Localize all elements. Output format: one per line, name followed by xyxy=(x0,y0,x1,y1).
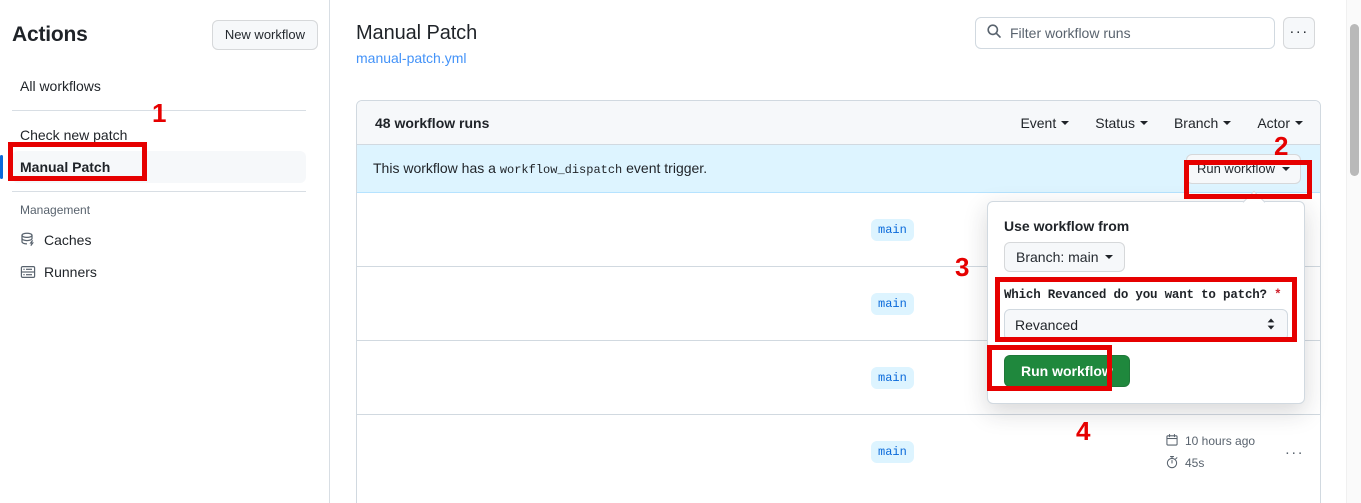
sidebar-header: Actions New workflow xyxy=(12,18,318,52)
sidebar-item-check-new-patch[interactable]: Check new patch xyxy=(12,119,306,151)
chevron-down-icon xyxy=(1105,255,1114,259)
sidebar-item-label: Caches xyxy=(44,232,92,248)
use-workflow-from-label: Use workflow from xyxy=(1004,218,1130,234)
vertical-scrollbar[interactable] xyxy=(1346,0,1361,503)
filter-event-label: Event xyxy=(1020,114,1057,131)
calendar-icon xyxy=(1165,433,1179,450)
dispatch-text-before: This workflow has a xyxy=(373,160,496,176)
sidebar-divider-2 xyxy=(12,191,306,192)
search-placeholder: Filter workflow runs xyxy=(1010,25,1131,41)
scrollbar-thumb[interactable] xyxy=(1350,24,1359,176)
filter-status-label: Status xyxy=(1095,114,1135,131)
sidebar-item-caches[interactable]: Caches xyxy=(12,224,306,256)
filter-status-dropdown[interactable]: Status xyxy=(1095,115,1148,131)
actions-sidebar: Actions New workflow All workflows Check… xyxy=(0,0,330,503)
sidebar-item-all-workflows[interactable]: All workflows xyxy=(12,70,306,102)
filter-branch-label: Branch xyxy=(1173,114,1219,131)
run-duration: 45s xyxy=(1165,455,1255,472)
sidebar-nav: All workflows Check new patch Manual Pat… xyxy=(0,70,306,288)
workflow-title: Manual Patch xyxy=(356,22,478,44)
workflow-runs-count: 48 workflow runs xyxy=(375,114,490,131)
submit-run-workflow-button[interactable]: Run workflow xyxy=(1004,355,1130,387)
required-marker: * xyxy=(1274,288,1282,302)
run-branch-badge[interactable]: main xyxy=(871,366,914,389)
filter-branch-dropdown[interactable]: Branch xyxy=(1173,114,1232,131)
input-field-label-text: Which Revanced do you want to patch? xyxy=(1004,288,1267,302)
run-timestamp-text: 10 hours ago xyxy=(1185,434,1256,448)
workflow-runs-panel: 48 workflow runs Event Status Branch xyxy=(356,100,1321,503)
new-workflow-button[interactable]: New workflow xyxy=(211,20,318,50)
main-content: Manual Patch manual-patch.yml Filter wor… xyxy=(331,0,1346,503)
dispatch-text-after: event trigger. xyxy=(626,160,708,176)
table-row[interactable]: main xyxy=(357,193,1320,267)
filter-actor-label: Actor xyxy=(1257,114,1290,131)
chevron-down-icon xyxy=(1223,120,1232,125)
database-icon xyxy=(20,232,36,248)
chevron-down-icon xyxy=(1061,120,1070,125)
dispatch-banner-text: This workflow has a workflow_dispatch ev… xyxy=(373,160,707,177)
sidebar-divider-1 xyxy=(12,110,306,111)
runs-filter-group: Event Status Branch Actor xyxy=(1020,115,1303,131)
revanced-select-value: Revanced xyxy=(1015,317,1079,333)
run-branch-badge[interactable]: main xyxy=(871,218,914,241)
search-input[interactable]: Filter workflow runs xyxy=(975,17,1275,49)
run-timestamp: 10 hours ago xyxy=(1165,433,1255,450)
filter-area: Filter workflow runs ··· xyxy=(975,17,1315,49)
table-row[interactable]: main 10 hours ago xyxy=(357,415,1320,489)
input-field-label: Which Revanced do you want to patch? * xyxy=(1004,288,1288,302)
sidebar-item-label: Manual Patch xyxy=(20,159,111,175)
run-branch-badge[interactable]: main xyxy=(871,292,914,315)
chevron-down-icon xyxy=(1295,120,1303,125)
run-meta: 10 hours ago 45s xyxy=(1165,433,1255,472)
select-updown-icon xyxy=(1265,317,1277,334)
dispatch-event-code: workflow_dispatch xyxy=(499,163,623,177)
run-workflow-dropdown-button[interactable]: Run workflow xyxy=(1185,153,1301,184)
filter-actor-dropdown[interactable]: Actor xyxy=(1257,115,1303,131)
chevron-down-icon xyxy=(1282,166,1290,171)
table-row[interactable]: main xyxy=(357,267,1320,341)
branch-select-label: Branch: main xyxy=(1016,249,1099,265)
branch-select-button[interactable]: Branch: main xyxy=(1004,242,1126,272)
server-icon xyxy=(20,264,36,280)
sidebar-group-management-label: Management xyxy=(20,203,91,217)
revanced-select[interactable]: Revanced xyxy=(1004,309,1288,341)
run-duration-text: 45s xyxy=(1185,456,1205,470)
workflow-file-link[interactable]: manual-patch.yml xyxy=(356,50,467,66)
run-workflow-dropdown-panel: Use workflow from Branch: main Which Rev… xyxy=(987,201,1305,404)
run-workflow-dropdown-label: Run workflow xyxy=(1196,160,1275,176)
page-title: Actions xyxy=(12,23,88,46)
run-branch-badge[interactable]: main xyxy=(871,441,914,463)
sidebar-item-label: Check new patch xyxy=(20,127,128,143)
chevron-down-icon xyxy=(1139,120,1148,125)
stopwatch-icon xyxy=(1165,455,1179,472)
workflow-header: Manual Patch manual-patch.yml xyxy=(356,18,976,68)
sidebar-item-label: All workflows xyxy=(20,78,101,94)
sidebar-item-manual-patch[interactable]: Manual Patch xyxy=(0,151,306,183)
search-icon xyxy=(986,23,1002,44)
more-options-kebab-icon[interactable]: ··· xyxy=(1283,17,1315,49)
workflow-dispatch-banner: This workflow has a workflow_dispatch ev… xyxy=(357,145,1320,193)
filter-event-dropdown[interactable]: Event xyxy=(1020,114,1070,131)
sidebar-item-runners[interactable]: Runners xyxy=(12,256,306,288)
page-right-gutter xyxy=(1330,0,1346,503)
row-more-options-kebab-icon[interactable]: ··· xyxy=(1284,443,1304,461)
sidebar-item-label: Runners xyxy=(44,264,97,280)
workflow-runs-toolbar: 48 workflow runs Event Status Branch xyxy=(357,101,1320,145)
